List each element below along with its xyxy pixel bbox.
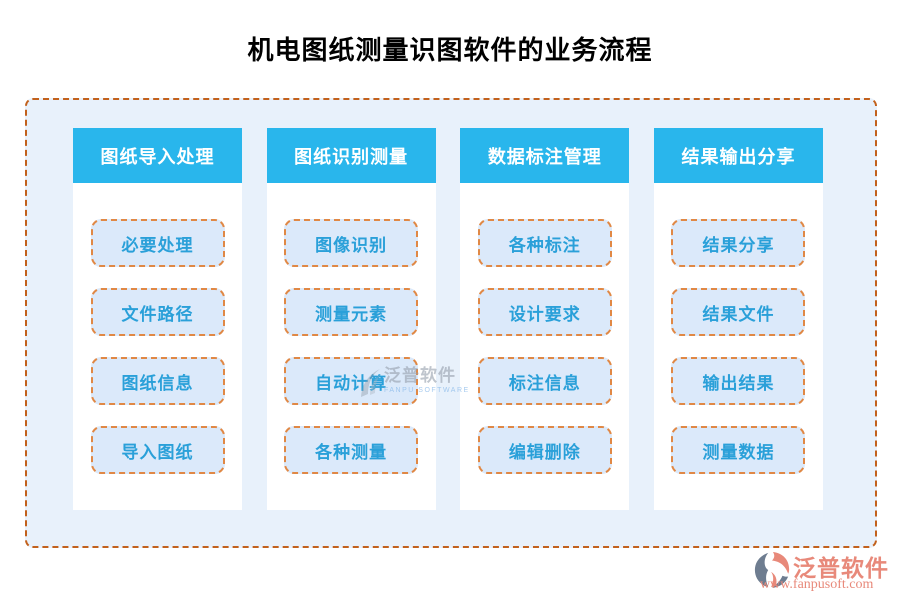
flow-column: 数据标注管理 各种标注设计要求标注信息编辑删除: [460, 128, 630, 510]
flow-item: 自动计算: [284, 357, 419, 405]
flow-item: 设计要求: [477, 288, 612, 336]
page-title: 机电图纸测量识图软件的业务流程: [247, 35, 653, 65]
brand-footer: 泛普软件 www.fanpusoft.com: [753, 549, 893, 595]
column-header: 结果输出分享: [653, 128, 823, 183]
column-header: 图纸识别测量: [266, 128, 436, 183]
flow-item: 结果文件: [671, 288, 806, 336]
flow-item: 必要处理: [90, 219, 225, 267]
column-body: 必要处理文件路径图纸信息导入图纸: [73, 183, 242, 495]
flow-item: 结果分享: [671, 219, 806, 267]
column-body: 各种标注设计要求标注信息编辑删除: [460, 183, 629, 495]
flow-container: 图纸导入处理 必要处理文件路径图纸信息导入图纸 图纸识别测量 图像识别测量元素自…: [25, 98, 877, 548]
column-header: 数据标注管理: [460, 128, 630, 183]
flow-item: 输出结果: [671, 357, 806, 405]
column-body: 结果分享结果文件输出结果测量数据: [654, 183, 823, 495]
brand-url: www.fanpusoft.com: [760, 577, 874, 592]
column-body: 图像识别测量元素自动计算各种测量: [267, 183, 436, 495]
flow-item: 各种测量: [284, 426, 419, 474]
flow-column: 图纸识别测量 图像识别测量元素自动计算各种测量: [266, 128, 436, 510]
flow-item: 测量数据: [671, 426, 806, 474]
flow-item: 图像识别: [284, 219, 419, 267]
flow-item: 导入图纸: [90, 426, 225, 474]
brand-name: 泛普软件: [793, 555, 889, 581]
flow-item: 图纸信息: [90, 357, 225, 405]
column-header: 图纸导入处理: [73, 128, 242, 183]
flow-item: 文件路径: [90, 288, 225, 336]
flow-column: 图纸导入处理 必要处理文件路径图纸信息导入图纸: [73, 128, 242, 510]
flow-column: 结果输出分享 结果分享结果文件输出结果测量数据: [653, 128, 823, 510]
brand-logo-icon: [754, 551, 790, 589]
flow-item: 标注信息: [477, 357, 612, 405]
flow-item: 测量元素: [284, 288, 419, 336]
flow-item: 编辑删除: [477, 426, 612, 474]
flow-item: 各种标注: [477, 219, 612, 267]
